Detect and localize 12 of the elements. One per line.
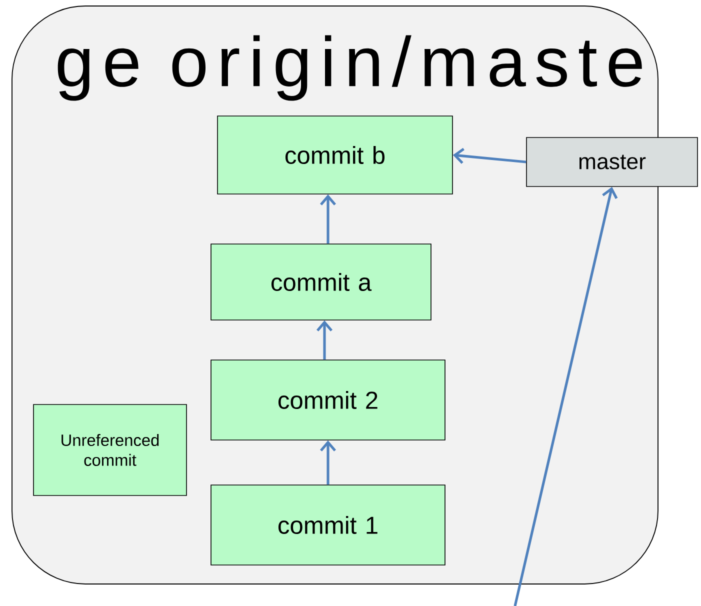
arrow (316, 320, 332, 360)
arrow (452, 148, 526, 164)
commit-box: commit a (210, 244, 432, 320)
arrow (514, 186, 618, 606)
branch-box: master (526, 137, 698, 187)
commit-box: commit 1 (210, 484, 446, 566)
heading: ge origin/maste (58, 35, 642, 101)
commit-box: commit 2 (210, 360, 446, 440)
arrow (320, 194, 336, 244)
arrow (320, 440, 336, 485)
commit-box: Unreferenced commit (33, 404, 187, 496)
commit-box: commit b (217, 116, 453, 194)
